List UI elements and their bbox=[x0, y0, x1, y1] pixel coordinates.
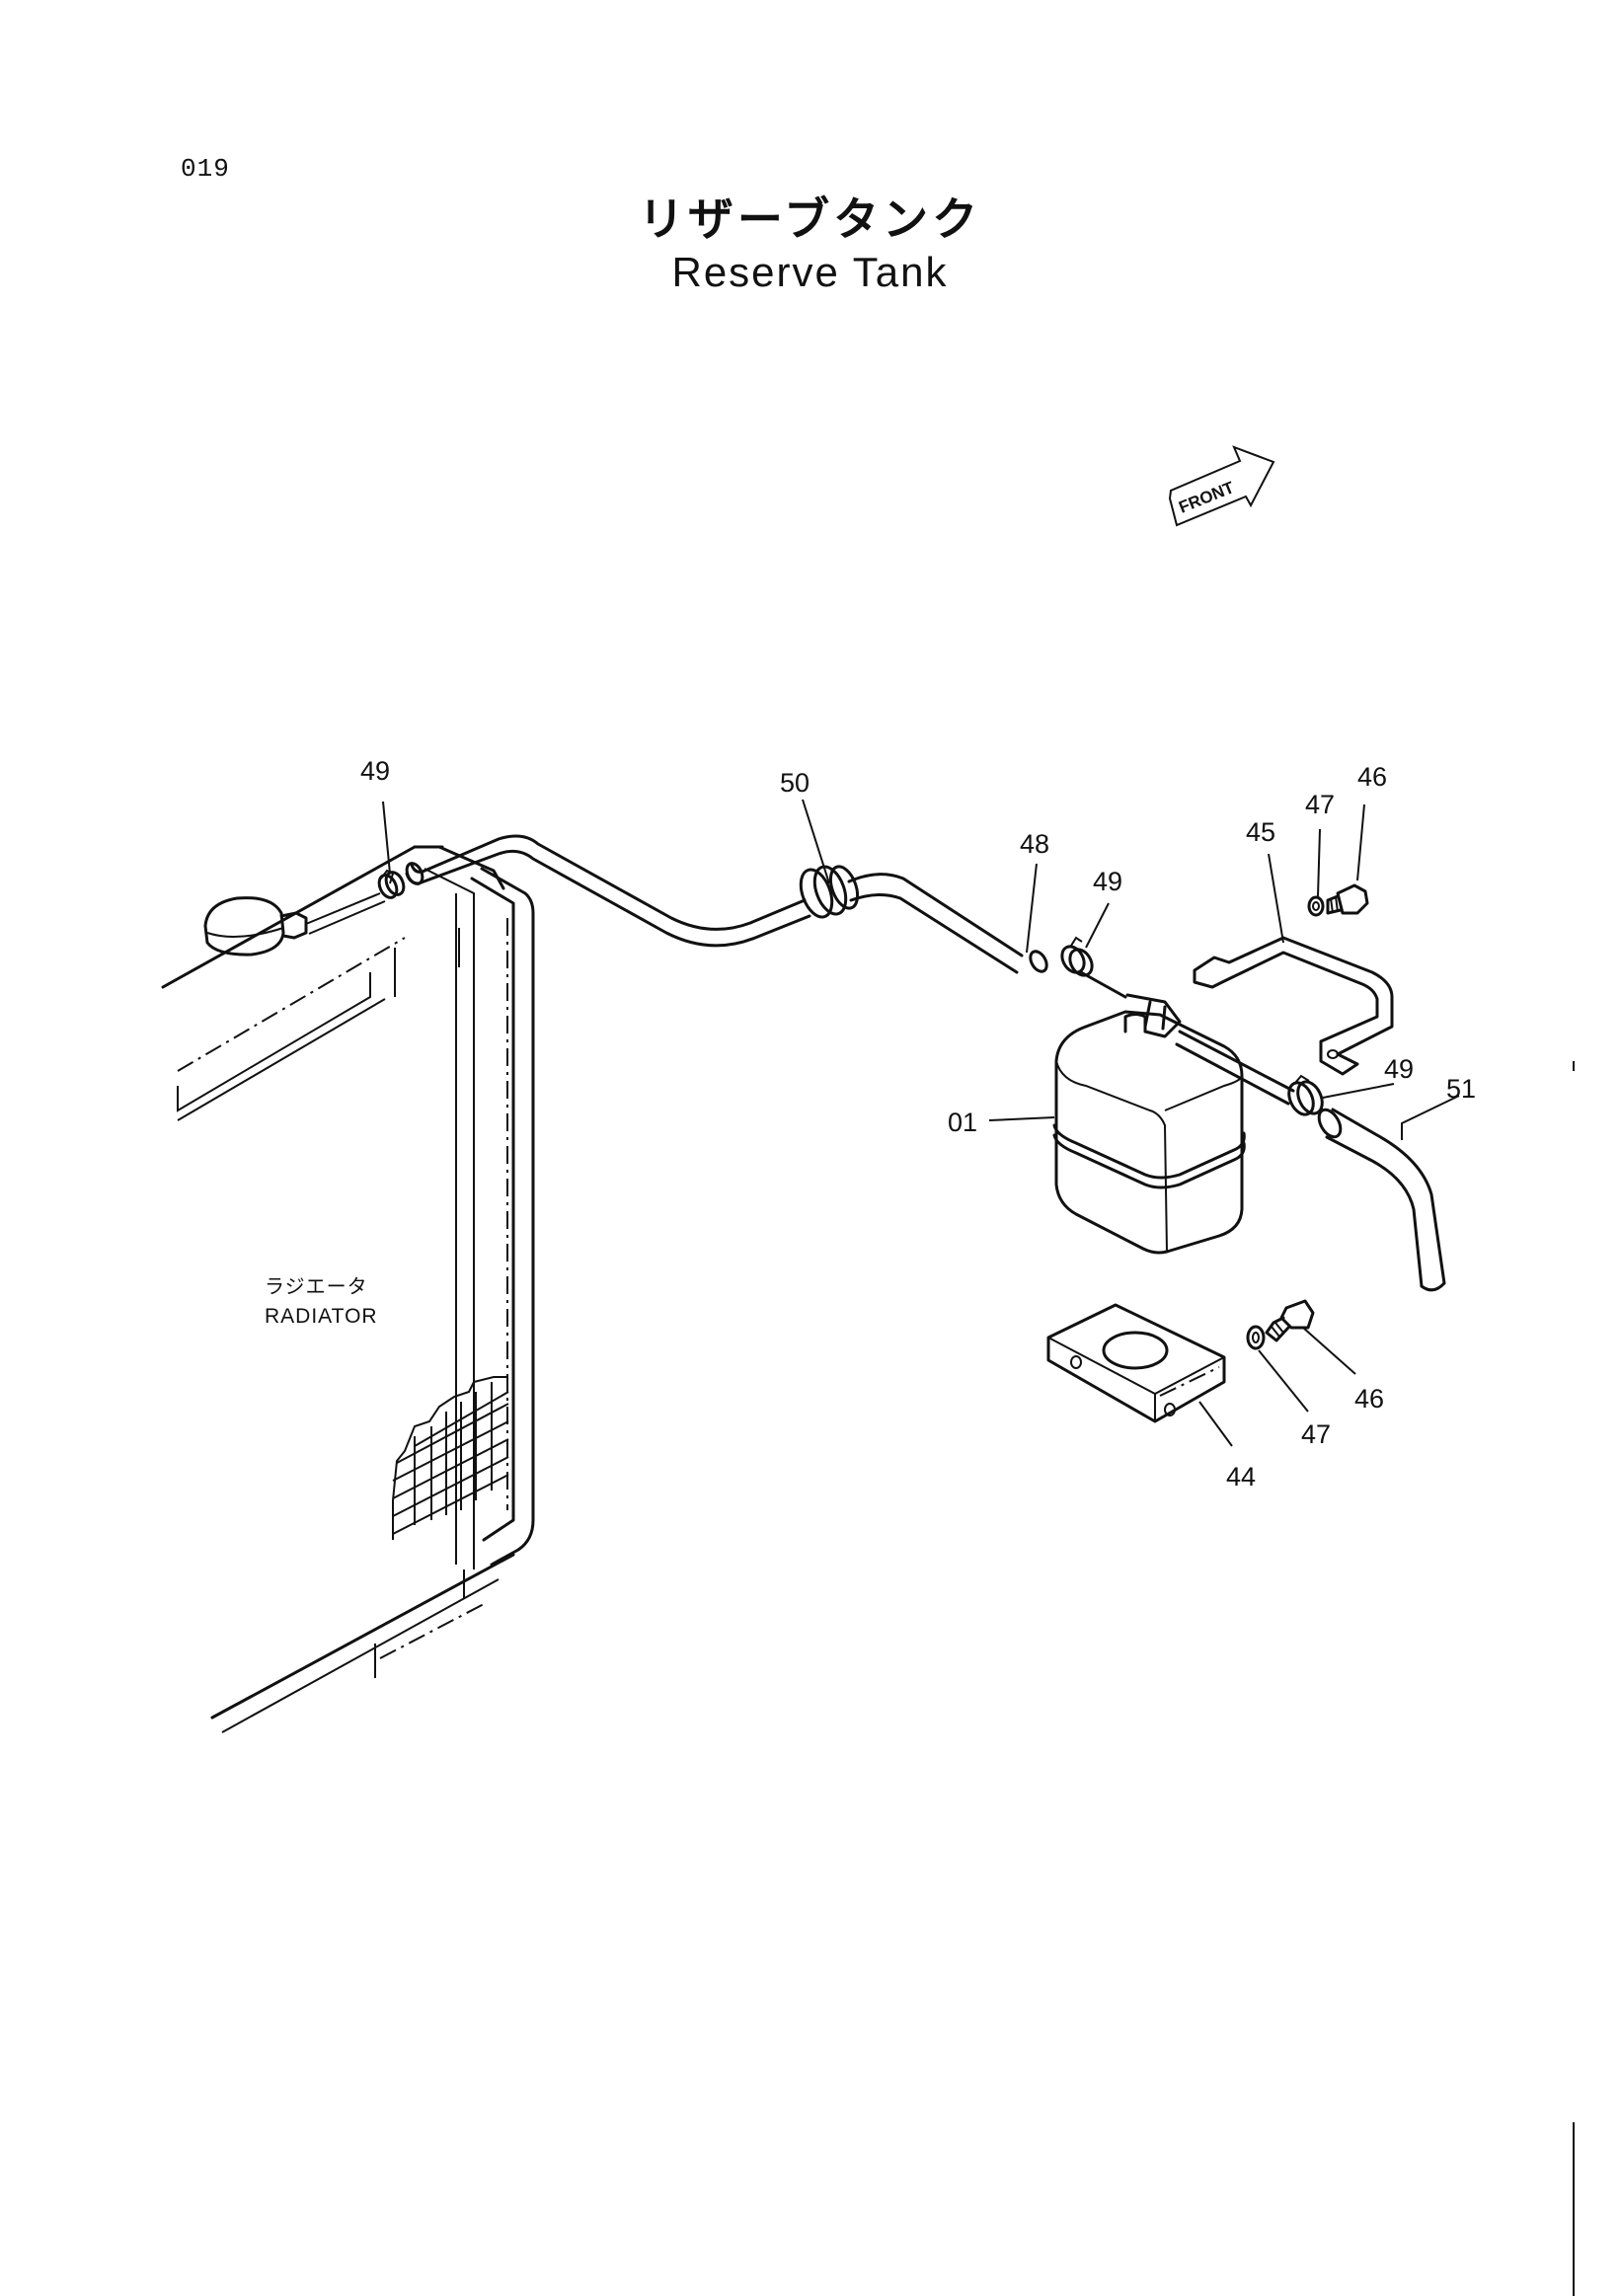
radiator bbox=[161, 845, 535, 1733]
callout-washer-lower: 47 bbox=[1301, 1419, 1331, 1449]
hose-clamp-radiator bbox=[377, 869, 406, 899]
hose-clamp-lower bbox=[1287, 1074, 1324, 1116]
page-number: 019 bbox=[181, 154, 230, 184]
callout-drain-hose: 51 bbox=[1446, 1074, 1476, 1104]
grommet bbox=[799, 865, 860, 919]
callout-bolt-upper: 46 bbox=[1357, 762, 1387, 792]
radiator-core-grid bbox=[392, 1376, 509, 1540]
reserve-tank bbox=[1052, 1010, 1246, 1255]
callout-bolt-lower: 46 bbox=[1354, 1384, 1384, 1414]
callout-tank-bracket: 45 bbox=[1246, 817, 1275, 847]
overflow-hose bbox=[405, 834, 1048, 974]
radiator-label-japanese: ラジエータ bbox=[265, 1274, 368, 1298]
callout-reserve-tank: 01 bbox=[948, 1108, 977, 1137]
bolt-lower bbox=[1265, 1299, 1315, 1342]
radiator-cap bbox=[203, 892, 386, 957]
page-title-japanese: リザーブタンク bbox=[638, 192, 982, 246]
callout-washer-upper: 47 bbox=[1305, 790, 1335, 819]
washer-lower bbox=[1246, 1325, 1266, 1350]
front-arrow-marker: FRONT bbox=[1168, 445, 1275, 527]
callout-hose-clamp-upper: 49 bbox=[1093, 867, 1122, 896]
leader-lines bbox=[382, 799, 1460, 1447]
bolt-upper bbox=[1326, 883, 1369, 915]
washer-upper bbox=[1307, 895, 1325, 917]
tank-bracket bbox=[1193, 936, 1394, 1076]
callout-hose-clamp-lower: 49 bbox=[1384, 1054, 1414, 1084]
tee-fitting bbox=[1079, 970, 1295, 1106]
page-title: Reserve Tank bbox=[671, 249, 949, 295]
callout-overflow-hose: 48 bbox=[1020, 829, 1049, 859]
hose-clamp-upper bbox=[1060, 936, 1094, 977]
callout-grommet: 50 bbox=[780, 768, 810, 798]
drain-hose bbox=[1317, 1108, 1446, 1292]
base-plate bbox=[1046, 1303, 1226, 1423]
callout-hose-clamp-radiator: 49 bbox=[360, 756, 390, 786]
callout-base-plate: 44 bbox=[1226, 1462, 1256, 1492]
radiator-label: RADIATOR bbox=[265, 1305, 378, 1328]
